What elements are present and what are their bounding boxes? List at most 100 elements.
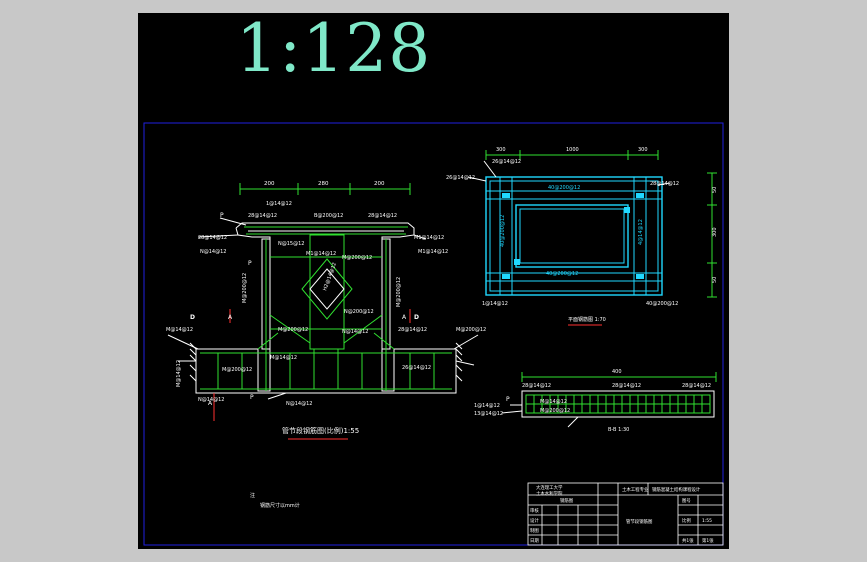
tb-cell-8: 制图 [530, 527, 539, 534]
plan-label-p6: 4@14@12 [638, 219, 644, 245]
drawing-sheet: 1:128 [138, 10, 729, 549]
main-label-b10: M1@14@12 [306, 251, 336, 257]
plan-leader-1 [483, 160, 497, 178]
main-label-b2: B@200@12 [314, 213, 343, 219]
notes-line-1: 钢筋尺寸以mm计 [260, 502, 300, 509]
main-label-b4: 28@14@12 [368, 213, 397, 219]
plan-label-p5: 40@200@12 [500, 215, 506, 247]
main-section [167, 183, 479, 440]
plan-label-p2: 26@14@12 [446, 175, 475, 181]
plan-corner-5 [624, 207, 630, 213]
plan-label-p7: 40@200@12 [546, 271, 578, 277]
plan-dim-1: 300 [496, 147, 506, 153]
plan-corner-3 [502, 274, 510, 279]
main-section-texts: 200 280 200 28@14@12 B@200@12 1@14@12 28… [166, 181, 486, 435]
main-label-b5: 28@14@12 [198, 235, 227, 241]
secb-label-s1: 28@14@12 [522, 383, 551, 389]
secb-label-p: P [506, 396, 510, 403]
notes: 注 钢筋尺寸以mm计 [250, 492, 300, 509]
marker-4: A [228, 314, 233, 321]
rebar-haunch-right-b [373, 332, 395, 350]
secb-leader-3 [567, 416, 579, 428]
plan-leader-3 [657, 182, 671, 186]
main-label-b9: M1@14@12 [418, 249, 448, 255]
plan-dim-r1: 50 [712, 187, 718, 193]
main-section-caption: 管节段钢筋图(比例)1:55 [282, 426, 359, 435]
tb-cell-9: 日期 [530, 538, 539, 544]
marker-3: D [190, 314, 195, 321]
main-dim-3: 200 [374, 181, 385, 187]
title-block [527, 482, 724, 546]
tb-cell-11: 土木工程专业 [622, 486, 649, 493]
central-column [309, 234, 345, 350]
secb-label-s2: 28@14@12 [612, 383, 641, 389]
plan-corner-2 [636, 193, 644, 198]
plan-corner-4 [636, 274, 644, 279]
title-block-texts: 大连理工大学 土木水利学院 土木工程专业 钢筋混凝土结构课程设计 审核 设计 制… [530, 484, 714, 544]
main-label-b25: N@14@12 [198, 397, 224, 403]
plan-leader-2 [467, 176, 487, 182]
marker-1: P [220, 212, 224, 219]
leader-5 [453, 334, 479, 350]
drawing-frame [143, 122, 724, 546]
marker-6: A [402, 314, 407, 321]
plan-dim-r3: 50 [712, 277, 718, 283]
leader-7 [455, 360, 475, 366]
section-b-view [501, 372, 717, 428]
main-label-b23: H2@14@12 [322, 262, 338, 292]
hatch-right [455, 342, 463, 382]
tb-cell-6: 审核 [530, 507, 539, 514]
secb-leader-2 [501, 410, 523, 414]
plan-view [467, 150, 717, 326]
marker-2: P [248, 260, 252, 267]
main-label-b7: N@15@12 [278, 241, 304, 247]
plan-label-p8: 1@14@12 [482, 301, 508, 307]
secb-label-s5: M@200@12 [540, 408, 570, 414]
plan-opening [515, 204, 629, 268]
marker-8: A [208, 400, 213, 407]
marker-5: D [414, 314, 419, 321]
main-label-b17: M@14@12 [166, 327, 193, 333]
rebar-haunch-right [343, 314, 383, 344]
tb-cell-3: 管节段钢筋图 [626, 518, 653, 525]
main-label-b11: M@200@12 [342, 255, 372, 261]
main-label-b6: N@14@12 [200, 249, 226, 255]
tb-cell-4: 图号 [682, 498, 691, 504]
plan-corner-6 [514, 259, 520, 265]
secb-outline [521, 390, 715, 418]
cad-drawing: 200 280 200 28@14@12 B@200@12 1@14@12 28… [143, 122, 724, 546]
tb-cell-5: 比例 [682, 517, 691, 524]
leader-1 [219, 217, 247, 226]
main-label-b16: N@14@12 [342, 329, 368, 335]
scale-label: 1:128 [236, 10, 432, 87]
marker-7: P [250, 394, 254, 401]
main-label-b24: M@200@12 [222, 367, 252, 373]
plan-caption: 平面钢筋图 1:70 [568, 316, 606, 323]
tb-cell-14: 共1张 [682, 537, 694, 544]
secb-dim-1: 400 [612, 369, 622, 375]
tb-cell-15: 第1张 [702, 537, 714, 544]
title-block-outer [527, 482, 724, 546]
main-label-b3: 1@14@12 [266, 201, 292, 207]
notes-heading: 注 [250, 492, 255, 499]
secb-label-s3: 28@14@12 [682, 383, 711, 389]
tb-cell-7: 设计 [530, 517, 539, 524]
secb-label-s7: 13@14@12 [474, 411, 503, 417]
hatch-left [189, 342, 197, 382]
main-dim-1: 200 [264, 181, 275, 187]
rebar-haunch-left [269, 314, 311, 344]
plan-outer-2 [489, 180, 659, 292]
main-label-b18: M@200@12 [456, 327, 486, 333]
tb-cell-10: 1:55 [702, 518, 712, 524]
main-label-b19: 28@14@12 [398, 327, 427, 333]
main-label-b21: 26@14@12 [402, 365, 431, 371]
leader-8 [267, 392, 287, 400]
secb-stirrups [533, 395, 703, 413]
main-label-b8: M1@14@12 [414, 235, 444, 241]
plan-texts: 300 1000 300 50 300 50 26@14@12 26@14@12… [446, 147, 718, 323]
plan-dim-r2: 300 [712, 227, 718, 237]
plan-dim-2: 1000 [566, 147, 579, 153]
main-dim-2: 280 [318, 181, 329, 187]
main-label-b12: M@200@12 [242, 273, 248, 303]
plan-dim-3: 300 [638, 147, 648, 153]
